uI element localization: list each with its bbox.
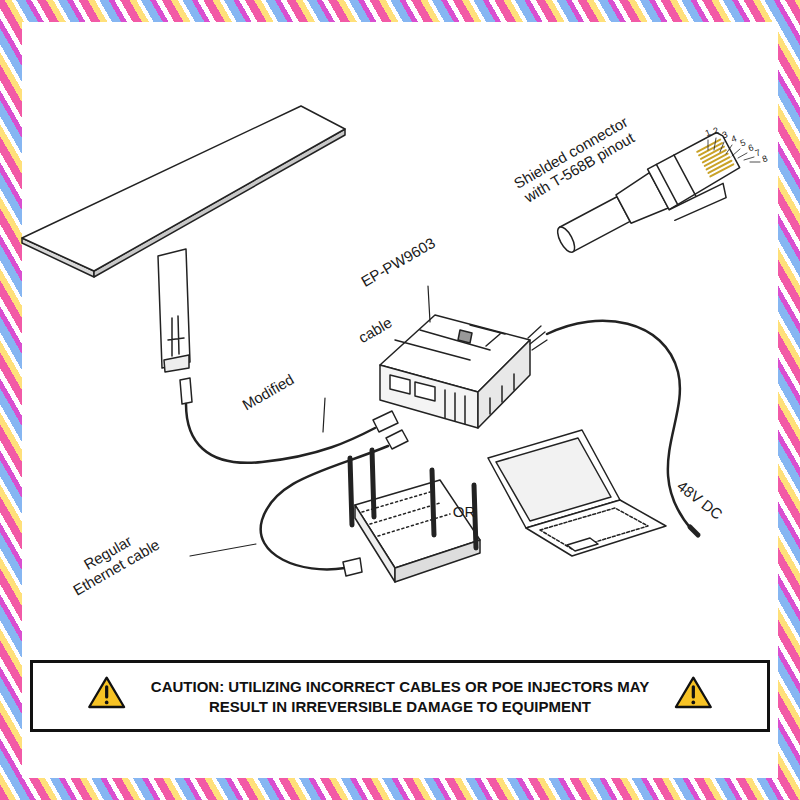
pin-number: 1: [704, 127, 712, 138]
rj45-connector-part: [669, 182, 729, 224]
dish-antenna: [22, 106, 345, 372]
caution-text: CAUTION: UTILIZING INCORRECT CABLES OR P…: [128, 677, 673, 716]
rj45-connector-part: [656, 155, 695, 205]
part-label: EP-PW9603: [358, 234, 438, 290]
regular-ethernet-cable-part: [386, 430, 408, 449]
poe-injector-part: [458, 330, 472, 343]
warning-dot: [105, 701, 109, 705]
warning-triangle: [676, 678, 711, 707]
dish-antenna-part: [168, 316, 184, 356]
illustration-part: [22, 106, 760, 582]
laptop-part: [567, 538, 598, 551]
warning-triangle: [89, 678, 124, 707]
part-label: cable: [355, 314, 395, 347]
part-label: Modified: [239, 370, 297, 413]
modified-cable: [180, 378, 398, 463]
pin-number: 2: [712, 125, 720, 136]
part-label: OR: [453, 503, 476, 520]
laptop: [488, 430, 666, 556]
caution-box: CAUTION: UTILIZING INCORRECT CABLES OR P…: [30, 660, 770, 732]
dish-antenna-part: [158, 249, 190, 368]
warning-dot: [692, 701, 696, 705]
modified-cable-part: [186, 404, 375, 463]
modified-cable-part: [180, 378, 192, 404]
pin-number: 4: [730, 133, 738, 144]
regular-ethernet-cable: [190, 430, 408, 576]
router-part: [395, 540, 480, 582]
regular-ethernet-cable-part: [343, 558, 362, 576]
poe-injector-part: [390, 375, 410, 394]
rj45-connector-part: [554, 224, 578, 254]
warning-icons: [33, 663, 767, 729]
part-label: Shielded connector with T-568B pinout: [501, 108, 648, 213]
router-part: [432, 470, 434, 535]
power-cable-part: [690, 527, 698, 535]
poe-injector-part: [380, 365, 478, 428]
poe-injector-part: [445, 374, 514, 424]
laptop-part: [526, 500, 666, 556]
dish-antenna-part: [22, 106, 345, 271]
power-cable-part: [528, 326, 547, 350]
part-label: Regular Ethernet cable: [60, 520, 164, 600]
modified-cable-part: [373, 411, 398, 432]
part-label: 48V DC: [674, 477, 726, 523]
poe-injector-part: [395, 325, 505, 360]
poe-injector-part: [478, 340, 530, 428]
pin-number: 8: [761, 153, 769, 164]
regular-ethernet-cable-part: [190, 544, 256, 556]
rj45-connector-part: [697, 140, 733, 177]
pin-number: 3: [721, 129, 729, 140]
router-part: [350, 458, 352, 525]
modified-cable-part: [323, 398, 325, 432]
router-part: [372, 450, 374, 517]
router: [350, 450, 480, 582]
rj45-connector-part-part: [697, 140, 733, 177]
warning-mark: [692, 687, 695, 697]
dish-antenna-part: [164, 355, 189, 372]
warning-mark: [105, 687, 108, 697]
poe-injector-part: [415, 382, 435, 401]
poe-injector-part: [428, 286, 430, 322]
pin-number: 5: [739, 137, 747, 148]
poe-injector: [380, 286, 530, 428]
